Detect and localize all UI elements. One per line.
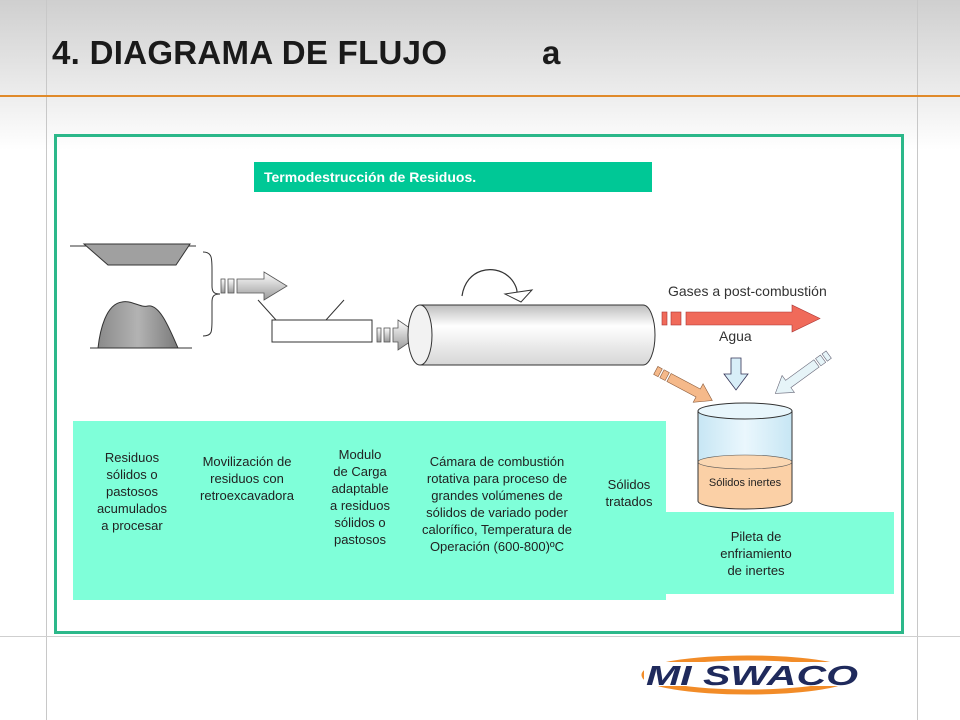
gases-label: Gases a post-combustión [668, 283, 827, 299]
diagram-frame [54, 134, 904, 634]
flow-arrow-icon [376, 319, 421, 351]
header-background [0, 0, 960, 150]
step-label-residuos: Residuos sólidos o pastosos acumulados a… [96, 450, 168, 533]
loading-module-icon [257, 299, 373, 343]
mi-swaco-logo: MI SWACO [641, 655, 858, 695]
page-title-suffix: a [542, 34, 561, 71]
steps-panel [73, 421, 666, 600]
waste-hopper-icon [70, 243, 196, 266]
slide-guide-right [917, 0, 918, 720]
water-inlet-arrow-icon [723, 357, 749, 391]
slide-guide-bottom [0, 636, 960, 637]
water-label: Agua [719, 328, 752, 344]
gas-outlet-arrow-icon [661, 304, 821, 333]
step-label-modulo-carga: Modulo de Carga adaptable a residuos sól… [330, 447, 390, 547]
step-label-camara-combustion: Cámara de combustión rotativa para proce… [421, 454, 573, 554]
cooling-tank-icon [697, 402, 793, 510]
waste-pile-icon [90, 301, 192, 349]
step-label-solidos-tratados: Sólidos tratados [605, 477, 653, 509]
rotation-arrow-icon [461, 269, 534, 303]
solids-arrow-icon [653, 366, 713, 403]
inlet-arrow-icon [774, 350, 832, 394]
rotary-kiln-icon [407, 304, 656, 366]
diagram-subtitle: Termodestrucción de Residuos. [254, 162, 652, 192]
inert-solids-label: Sólidos inertes [708, 477, 782, 489]
page-title: 4. DIAGRAMA DE FLUJO [52, 34, 448, 71]
header-divider [0, 95, 960, 97]
grouping-brace-icon [202, 251, 221, 337]
slide-guide-left [46, 0, 47, 720]
flow-arrow-icon [220, 271, 288, 301]
cooling-pool-panel [660, 512, 894, 594]
step-label-pileta: Pileta de enfriamiento de inertes [720, 529, 792, 578]
step-label-movilizacion: Movilización de residuos con retroexcava… [200, 454, 294, 503]
logo-text: MI SWACO [646, 660, 858, 691]
